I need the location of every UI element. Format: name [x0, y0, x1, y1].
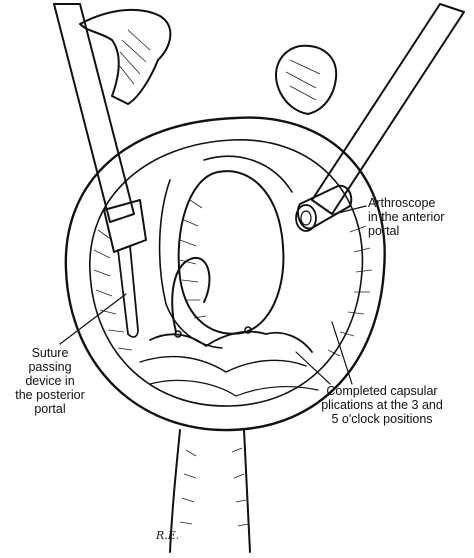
leader-arthroscope	[333, 205, 367, 215]
acromion	[79, 8, 172, 105]
suture-passing-device	[53, 3, 147, 338]
leader-lines	[59, 205, 367, 385]
label-arthroscope: Arthroscope in the anterior portal	[368, 196, 445, 238]
humeral-shaft	[169, 429, 251, 553]
label-capsular-plications: Completed capsular plications at the 3 a…	[321, 384, 443, 426]
leader-plication-5	[331, 321, 353, 385]
glenoid	[177, 170, 285, 335]
coracoid-process	[275, 44, 338, 115]
label-suture-passing-device: Suture passing device in the posterior p…	[15, 346, 85, 416]
suture-strand	[171, 256, 211, 333]
artist-signature: R.E.	[156, 529, 180, 542]
arthroscope	[295, 3, 465, 232]
capsular-plications	[139, 326, 319, 397]
leader-suture-device	[59, 293, 127, 345]
leader-plication-3	[295, 351, 331, 385]
